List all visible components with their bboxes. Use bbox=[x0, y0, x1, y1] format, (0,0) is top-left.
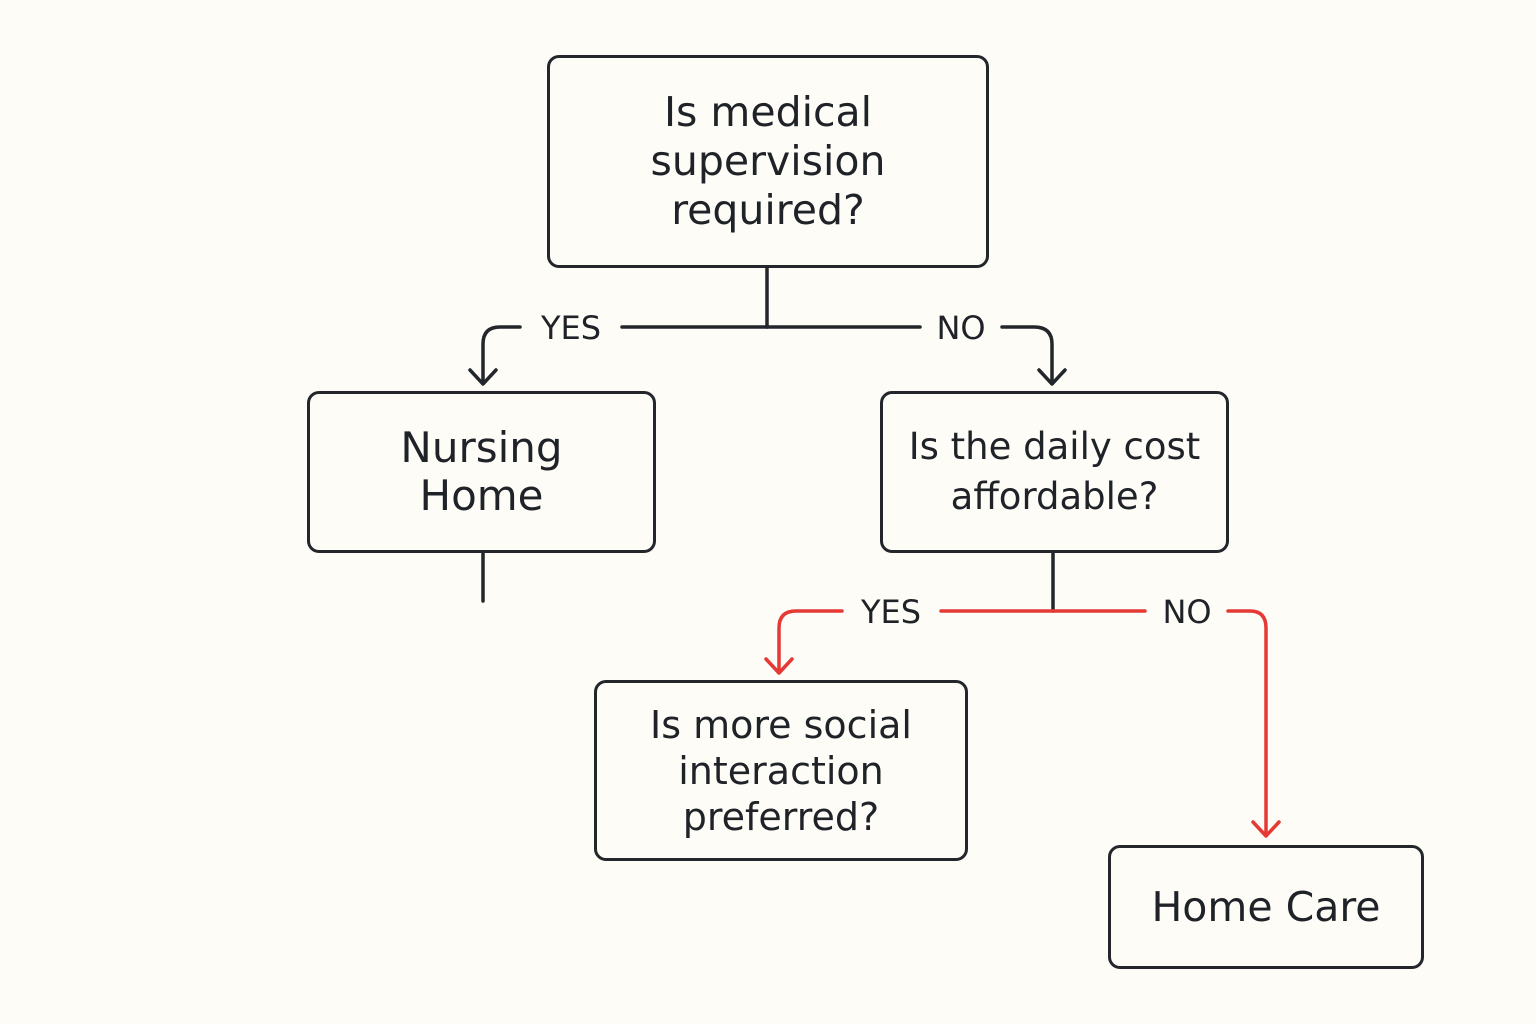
cost-no-line bbox=[1226, 609, 1268, 837]
medical-branch-lines bbox=[468, 266, 1067, 613]
cost-yes-label: YES bbox=[860, 593, 921, 631]
cost-yes-line bbox=[777, 609, 844, 674]
cost-no-label: NO bbox=[1162, 593, 1211, 631]
medical-no-label: NO bbox=[936, 309, 985, 347]
medical-yes-label: YES bbox=[540, 309, 601, 347]
medical-supervision-question-text: Is medical supervision required? bbox=[650, 88, 886, 234]
medical-yes-arrowhead bbox=[468, 368, 498, 386]
daily-cost-question-text: Is the daily cost affordable? bbox=[908, 425, 1201, 518]
nursing-home-box: Nursing Home bbox=[307, 391, 656, 553]
medical-no-arrowhead bbox=[1037, 368, 1067, 386]
cost-branch-lines bbox=[764, 609, 1281, 838]
nursing-home-text: Nursing Home bbox=[400, 423, 563, 520]
cost-no-arrowhead bbox=[1251, 820, 1281, 838]
medical-supervision-question-box: Is medical supervision required? bbox=[547, 55, 989, 268]
social-interaction-question-box: Is more social interaction preferred? bbox=[594, 680, 968, 861]
cost-yes-arrowhead bbox=[764, 657, 794, 675]
daily-cost-question-box: Is the daily cost affordable? bbox=[880, 391, 1229, 553]
social-interaction-question-text: Is more social interaction preferred? bbox=[650, 702, 912, 839]
medical-yes-line bbox=[481, 325, 522, 385]
medical-no-line bbox=[1000, 325, 1054, 385]
home-care-box: Home Care bbox=[1108, 845, 1424, 969]
home-care-text: Home Care bbox=[1151, 883, 1381, 931]
